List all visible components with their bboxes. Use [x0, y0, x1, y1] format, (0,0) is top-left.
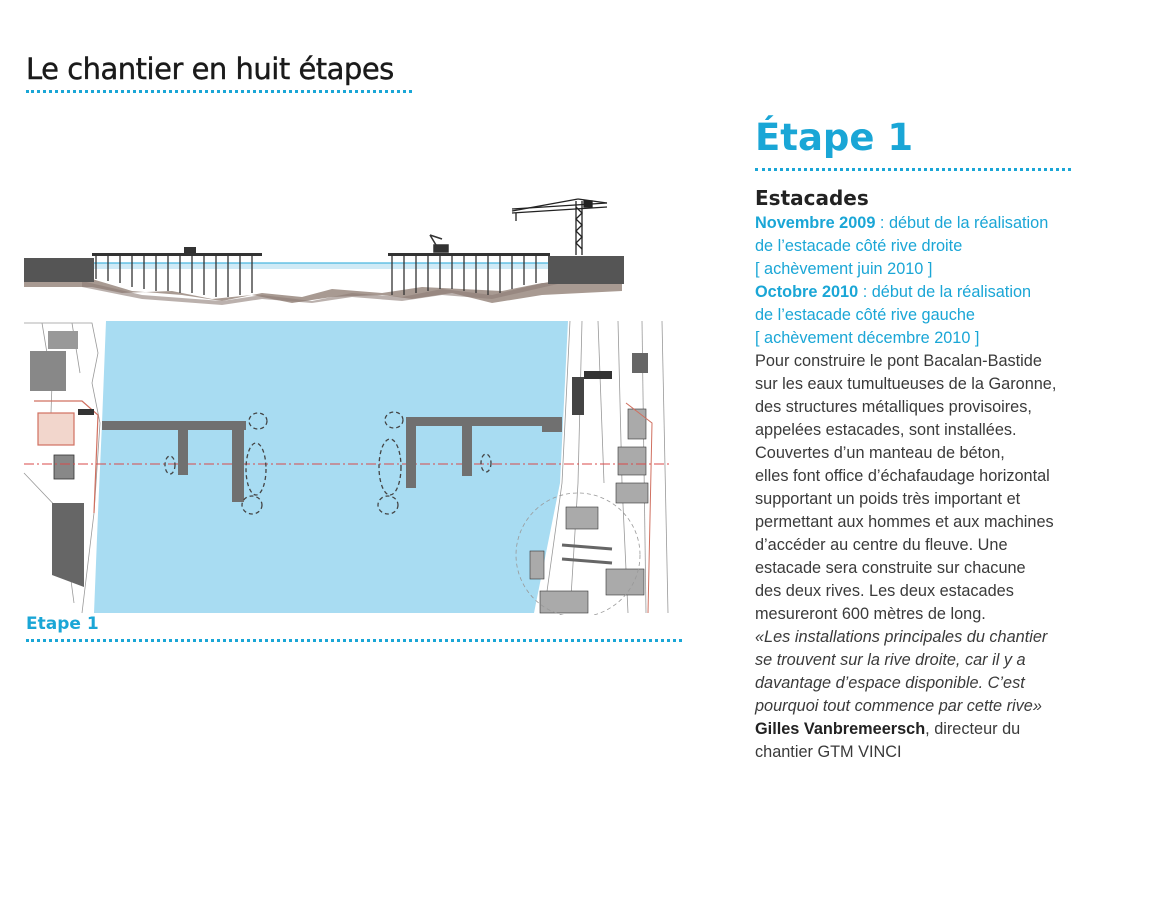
left-trestle-deck — [92, 253, 262, 256]
quote-author-role: chantier GTM VINCI — [755, 743, 902, 761]
building — [632, 353, 648, 373]
building — [565, 506, 599, 530]
building — [615, 482, 649, 504]
water-surface — [92, 263, 548, 269]
page-title-box: Le chantier en huit étapes — [20, 48, 426, 100]
milestone-1-date: Novembre 2009 — [755, 214, 876, 232]
site-installation — [37, 412, 75, 446]
riverbed-lower — [82, 281, 562, 305]
quote-line: «Les installations principales du chanti… — [755, 628, 1048, 646]
paragraph-line: Couvertes d’un manteau de béton, — [755, 444, 1005, 462]
paragraph-line: d’accéder au centre du fleuve. Une — [755, 536, 1008, 554]
step-panel: Étape 1 Estacades Novembre 2009 : début … — [750, 116, 1078, 764]
paragraph-line: estacade sera construite sur chacune — [755, 559, 1026, 577]
right-trestle-deck — [388, 253, 550, 256]
right-trestle-piles — [391, 255, 537, 295]
right-bank — [548, 256, 624, 284]
building — [572, 377, 584, 415]
paragraph-line: des structures métalliques provisoires, — [755, 398, 1032, 416]
quote-line: pourquoi tout commence par cette rive» — [755, 697, 1042, 715]
plan-view — [23, 320, 670, 615]
left-trestle-plan — [102, 421, 246, 502]
building — [584, 371, 612, 379]
milestone-1-line-1: Novembre 2009 : début de la réalisation — [755, 214, 1049, 232]
tower-crane — [511, 198, 608, 255]
paragraph-line: sur les eaux tumultueuses de la Garonne, — [755, 375, 1057, 393]
milestone-2-line-2: de l’estacade côté rive gauche — [755, 306, 975, 324]
milestone-1-completion: [ achèvement juin 2010 ] — [755, 260, 933, 278]
figure-underline — [26, 639, 682, 642]
paragraph-line: mesureront 600 mètres de long. — [755, 605, 986, 623]
step-title-underline — [755, 168, 1071, 171]
step-description: Novembre 2009 : début de la réalisation … — [755, 212, 1085, 764]
paragraph-line: elles font office d’échafaudage horizont… — [755, 467, 1050, 485]
milestone-1-line-2: de l’estacade côté rive droite — [755, 237, 963, 255]
step-subtitle: Estacades — [755, 186, 869, 210]
building — [617, 446, 647, 476]
paragraph-line: supportant un poids très important et — [755, 490, 1021, 508]
building — [539, 590, 589, 614]
building — [30, 351, 66, 391]
figure-caption: Etape 1 — [26, 614, 99, 634]
step-title: Étape 1 — [755, 116, 914, 159]
building — [53, 454, 75, 480]
elevation-view — [24, 198, 624, 305]
quote-author-name: Gilles Vanbremeersch — [755, 720, 926, 738]
building — [627, 408, 647, 440]
page-title: Le chantier en huit étapes — [26, 52, 395, 86]
building — [52, 503, 84, 587]
left-trestle-piles — [95, 255, 253, 297]
quote-author-line: Gilles Vanbremeersch, directeur du — [755, 720, 1021, 738]
paragraph-line: permettant aux hommes et aux machines — [755, 513, 1054, 531]
paragraph-line: Pour construire le pont Bacalan-Bastide — [755, 352, 1042, 370]
quote-line: davantage d’espace disponible. C’est — [755, 674, 1025, 692]
milestone-2-line-1: Octobre 2010 : début de la réalisation — [755, 283, 1032, 301]
paragraph-line: appelées estacades, sont installées. — [755, 421, 1017, 439]
construction-drawing — [23, 198, 670, 615]
right-trestle-plan — [406, 417, 562, 488]
title-underline — [26, 90, 412, 93]
building — [529, 550, 545, 580]
milestone-2-completion: [ achèvement décembre 2010 ] — [755, 329, 980, 347]
construction-figure: Etape 1 — [22, 183, 685, 643]
quote-line: se trouvent sur la rive droite, car il y… — [755, 651, 1026, 669]
building — [605, 568, 645, 596]
building — [48, 331, 78, 349]
crane-radius — [515, 492, 641, 615]
paragraph-line: des deux rives. Les deux estacades — [755, 582, 1014, 600]
milestone-2-date: Octobre 2010 — [755, 283, 859, 301]
vehicle — [184, 247, 196, 253]
river-plan — [94, 321, 568, 613]
crawler-crane — [429, 234, 449, 253]
left-bank — [24, 258, 94, 282]
pier-outlines — [164, 411, 492, 515]
